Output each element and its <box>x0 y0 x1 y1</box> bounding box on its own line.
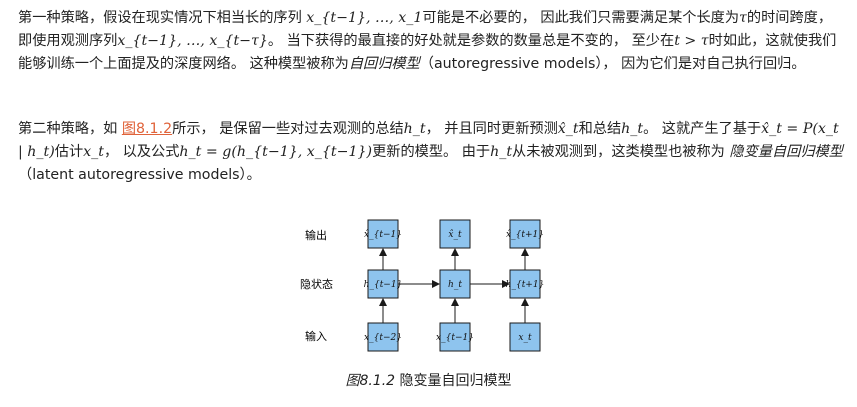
text: 和总结 <box>578 121 622 137</box>
text: 。 当下获得的最直接的好处就是参数的数量总是不变的， 至少在 <box>267 33 675 49</box>
text: 第二种策略，如 <box>18 121 122 137</box>
caption-label: 图8.1.2 <box>345 373 396 389</box>
math: h_t <box>621 121 644 137</box>
text: （latent autoregressive models）。 <box>18 167 261 183</box>
math: x̂_t = P(x_t | h_t) <box>18 121 839 160</box>
row-label-hidden: 隐状态 <box>300 277 333 291</box>
hidden-node-0-label: h_{t−1} <box>364 280 403 290</box>
output-node-0-box <box>367 219 399 249</box>
input-node-2-label: x_t <box>518 333 532 343</box>
text: 。 这就产生了基于 <box>643 121 762 137</box>
output-node-2-box <box>509 219 541 249</box>
caption-text: 隐变量自回归模型 <box>395 373 512 389</box>
math: h_t = g(h_{t−1}, x_{t−1}) <box>179 144 373 160</box>
term-autoregressive: 自回归模型 <box>348 56 420 72</box>
math: x_{t−1}, …, x_{t−τ} <box>117 33 268 49</box>
output-node-1-label: x̂_t <box>448 229 462 240</box>
figure-link[interactable]: 图8.1.2 <box>121 121 173 137</box>
math: h_t <box>403 121 426 137</box>
output-node-0-label: x̂_{t−1} <box>364 229 402 240</box>
text: 所示， 是保留一些对过去观测的总结 <box>172 121 404 137</box>
text: 可能是不必要的， 因此我们只需要满足某个长度为 <box>422 10 740 26</box>
hidden-node-1-box <box>439 269 471 299</box>
math: x_t <box>83 144 104 160</box>
math: x̂_t <box>557 121 579 137</box>
paragraph-strategy-2: 第二种策略，如 图8.1.2所示， 是保留一些对过去观测的总结h_t， 并且同时… <box>18 118 844 187</box>
text: 时如此，这就使我们能够训练一个上面提及的深度网络。 这种模型被称为 <box>18 33 837 72</box>
text: 从未被观测到，这类模型也被称为 <box>512 144 730 160</box>
hidden-node-2-label: h_{t+1} <box>506 280 545 290</box>
hidden-node-1-label: h_t <box>448 280 462 290</box>
math: t > τ <box>674 33 709 49</box>
row-label-input: 输入 <box>305 329 327 343</box>
text: ， 以及公式 <box>103 144 180 160</box>
math: h_t <box>490 144 513 160</box>
text: （autoregressive models）， 因为它们是对自己执行回归。 <box>419 56 806 72</box>
input-node-1-label: x_{t−1} <box>436 333 474 343</box>
latent-autoregressive-diagram: 输出 隐状态 输入 x̂_{t−1}h_{t−1}x_{t−2}x̂_th_tx… <box>300 219 545 352</box>
input-node-2-box <box>509 322 541 352</box>
math: τ <box>739 10 747 26</box>
text: 第一种策略，假设在现实情况下相当长的序列 <box>18 10 307 26</box>
row-label-output: 输出 <box>305 228 327 242</box>
text: 的时间跨度， 即使用观测序列 <box>18 10 833 49</box>
figure-caption: 图8.1.2 隐变量自回归模型 <box>0 370 857 390</box>
input-node-0-box <box>367 322 399 352</box>
math: x_{t−1}, …, x_1 <box>306 10 423 26</box>
paragraph-strategy-1: 第一种策略，假设在现实情况下相当长的序列 x_{t−1}, …, x_1可能是不… <box>18 7 844 76</box>
term-latent-autoregressive: 隐变量自回归模型 <box>729 144 843 160</box>
text: 更新的模型。 由于 <box>372 144 491 160</box>
input-node-0-label: x_{t−2} <box>364 333 402 343</box>
text: 估计 <box>54 144 84 160</box>
input-node-1-box <box>439 322 471 352</box>
output-node-2-label: x̂_{t+1} <box>506 229 544 240</box>
text: ， 并且同时更新预测 <box>425 121 558 137</box>
